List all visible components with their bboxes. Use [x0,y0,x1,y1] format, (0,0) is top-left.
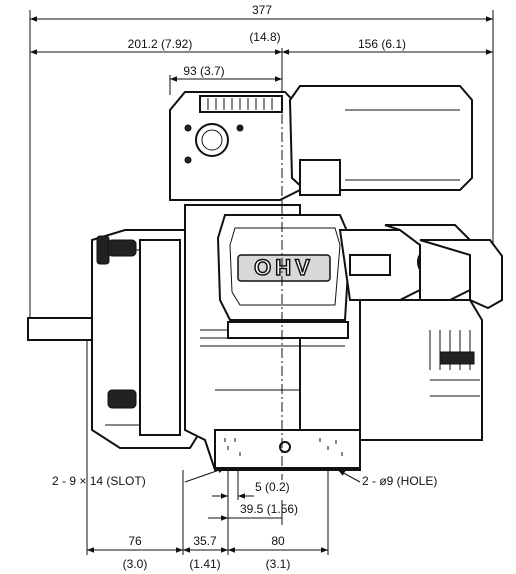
bottom-c-mm-label: 80 [271,534,285,548]
hole-note-label: 2 - ø9 (HOLE) [362,474,437,488]
bottom-a-mm-label: 76 [128,534,142,548]
air-cleaner-top-vents [199,95,283,113]
right-housing [359,299,483,441]
left-width-label: 201.2 (7.92) [128,37,193,51]
center-offset-label: (14.8) [249,30,280,44]
muffler-guard [419,239,503,310]
offset-small-label: 5 (0.2) [255,480,290,494]
bottom-a-in-label: (3.0) [123,557,148,571]
crankshaft [27,317,101,341]
bottom-b-in-label: (1.41) [189,557,220,571]
top-dimensions: 377 (14.8) 201.2 (7.92) 156 (6.1) 93 (3.… [29,3,494,320]
ohv-badge [237,254,331,282]
air-cleaner-knob [195,123,229,157]
overall-width-label: 377 [252,3,272,17]
starter-latch-top [96,235,110,265]
engine-illustration: OHV [27,60,503,480]
bottom-b-mm-label: 35.7 [193,534,217,548]
bottom-c-in-label: (3.1) [266,557,291,571]
right-width-label: 156 (6.1) [358,37,406,51]
offset-mid-label: 39.5 (1.56) [240,502,298,516]
ohv-badge-text: OHV [254,255,314,280]
slot-note-label: 2 - 9 × 14 (SLOT) [52,474,146,488]
top-offset-label: 93 (3.7) [183,64,224,78]
starter-latch-bottom [107,389,137,409]
bottom-dimensions: 2 - 9 × 14 (SLOT) 2 - ø9 (HOLE) 5 (0.2) … [52,340,437,571]
